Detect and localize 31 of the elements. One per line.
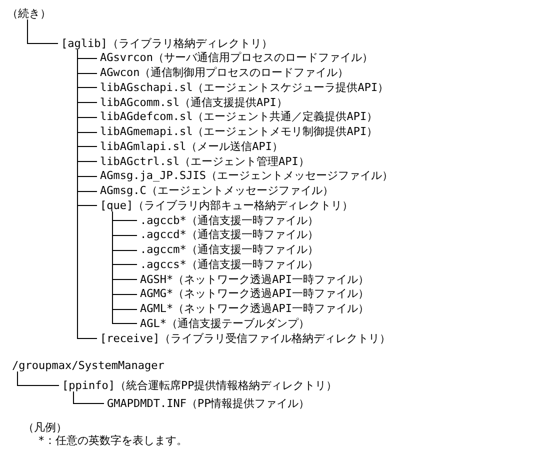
- legend-note: *：任意の英数字を表します。: [38, 434, 188, 446]
- tree-line: [73, 391, 104, 404]
- file-label: .agccs*（通信支援一時ファイル）: [137, 258, 318, 271]
- file-label: AGmsg.ja_JP.SJIS（エージェントメッセージファイル）: [97, 169, 393, 182]
- file-label: .agccd*（通信支援一時ファイル）: [137, 228, 318, 242]
- file-label: .agccm*（通信支援一時ファイル）: [137, 243, 318, 256]
- file-label: libAGschapi.sl（エージェントスケジューラ提供API）: [97, 80, 389, 94]
- file-label: libAGcomm.sl（通信支援提供API）: [97, 96, 288, 108]
- file-label: AGSH*（ネットワーク透過API一時ファイル）: [137, 272, 369, 286]
- file-label: libAGdefcom.sl（エージェント共通／定義提供API）: [97, 110, 378, 124]
- tree-line: [27, 19, 58, 44]
- directory-label: [receive]（ライブラリ受信ファイル格納ディレクトリ）: [97, 332, 391, 344]
- file-label: AGMG*（ネットワーク透過API一時ファイル）: [137, 287, 369, 300]
- file-label: AGL*（通信支援テーブルダンプ）: [137, 316, 310, 330]
- file-label: .agccb*（通信支援一時ファイル）: [137, 214, 318, 226]
- continued-note: （続き）: [4, 6, 51, 20]
- directory-label: [ppinfo]（統合運転席PP提供情報格納ディレクトリ）: [59, 378, 338, 392]
- file-label: libAGmlapi.sl（メール送信API）: [97, 140, 283, 153]
- file-label: GMAPDMDT.INF（PP情報提供ファイル）: [104, 396, 310, 410]
- file-label: AGsvrcon（サーバ通信用プロセスのロードファイル）: [97, 51, 373, 64]
- file-label: AGML*（ネットワーク透過API一時ファイル）: [137, 302, 369, 315]
- path-label: /groupmax/SystemManager: [9, 358, 164, 372]
- tree-line: [17, 371, 60, 386]
- file-label: AGwcon（通信制御用プロセスのロードファイル）: [97, 66, 349, 79]
- directory-label: [que]（ライブラリ内部キュー格納ディレクトリ）: [97, 198, 354, 212]
- directory-label: [aglib]（ライブラリ格納ディレクトリ）: [58, 36, 272, 50]
- legend-heading: （凡例）: [23, 420, 67, 434]
- tree-line: [77, 49, 98, 339]
- file-label: libAGctrl.sl（エージェント管理API）: [97, 154, 310, 168]
- file-label: AGmsg.C（エージェントメッセージファイル）: [97, 184, 334, 197]
- file-label: libAGmemapi.sl（エージェントメモリ制御提供API）: [97, 125, 378, 138]
